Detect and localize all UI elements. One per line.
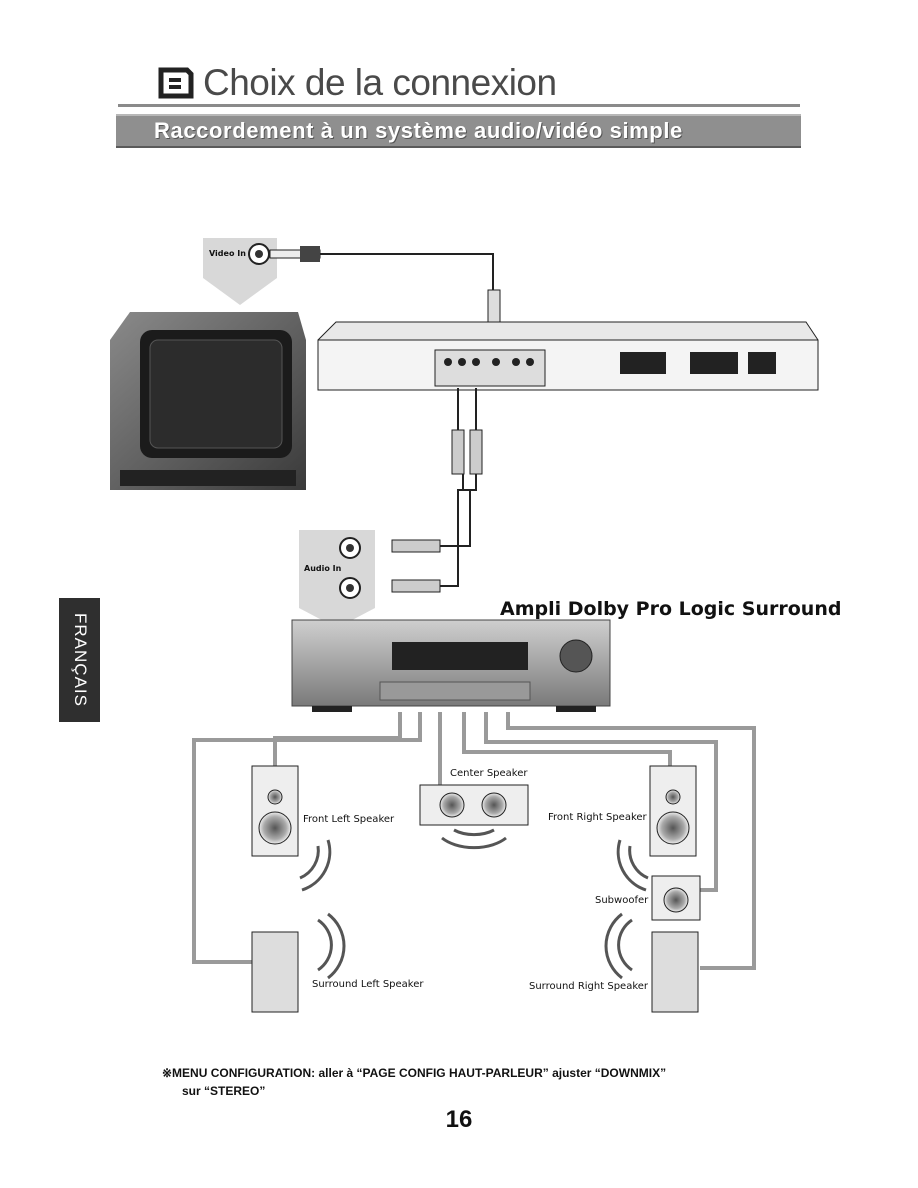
dvd-player <box>317 321 819 391</box>
television <box>110 312 306 490</box>
section-banner: Raccordement à un système audio/vidéo si… <box>116 114 801 148</box>
subwoofer <box>651 875 701 921</box>
amplifier-title: Ampli Dolby Pro Logic Surround <box>500 598 842 620</box>
surround-left-speaker <box>251 931 299 1013</box>
title-rule <box>118 104 800 107</box>
surround-right-speaker-label: Surround Right Speaker <box>529 981 649 992</box>
front-right-speaker <box>649 765 697 857</box>
center-speaker <box>419 784 529 826</box>
speaker-wires <box>192 712 756 970</box>
surround-left-speaker-label: Surround Left Speaker <box>312 979 424 990</box>
note-line-2: sur “STEREO” <box>182 1084 266 1098</box>
sound-waves <box>299 828 649 980</box>
front-right-speaker-label: Front Right Speaker <box>548 812 647 823</box>
language-tab: FRANÇAIS <box>59 598 100 722</box>
configuration-note: ※MENU CONFIGURATION: aller à “PAGE CONFI… <box>162 1064 802 1100</box>
audio-in-label: Audio In <box>304 564 342 573</box>
note-line-1: ※MENU CONFIGURATION: aller à “PAGE CONFI… <box>162 1066 667 1080</box>
video-in-callout <box>203 238 277 305</box>
video-in-label: Video In <box>209 249 246 258</box>
page-number: 16 <box>445 1106 473 1133</box>
front-left-speaker <box>251 765 299 857</box>
page-title: Choix de la connexion <box>203 62 557 103</box>
audio-cable <box>391 388 483 593</box>
surround-right-speaker <box>651 931 699 1013</box>
front-left-speaker-label: Front Left Speaker <box>303 814 395 825</box>
connection-logo-icon <box>158 67 194 99</box>
section-heading: Raccordement à un système audio/vidéo si… <box>154 118 683 143</box>
center-speaker-label: Center Speaker <box>450 768 528 779</box>
audio-in-callout <box>299 530 375 628</box>
subwoofer-label: Subwoofer <box>595 895 649 906</box>
amplifier <box>291 619 611 712</box>
